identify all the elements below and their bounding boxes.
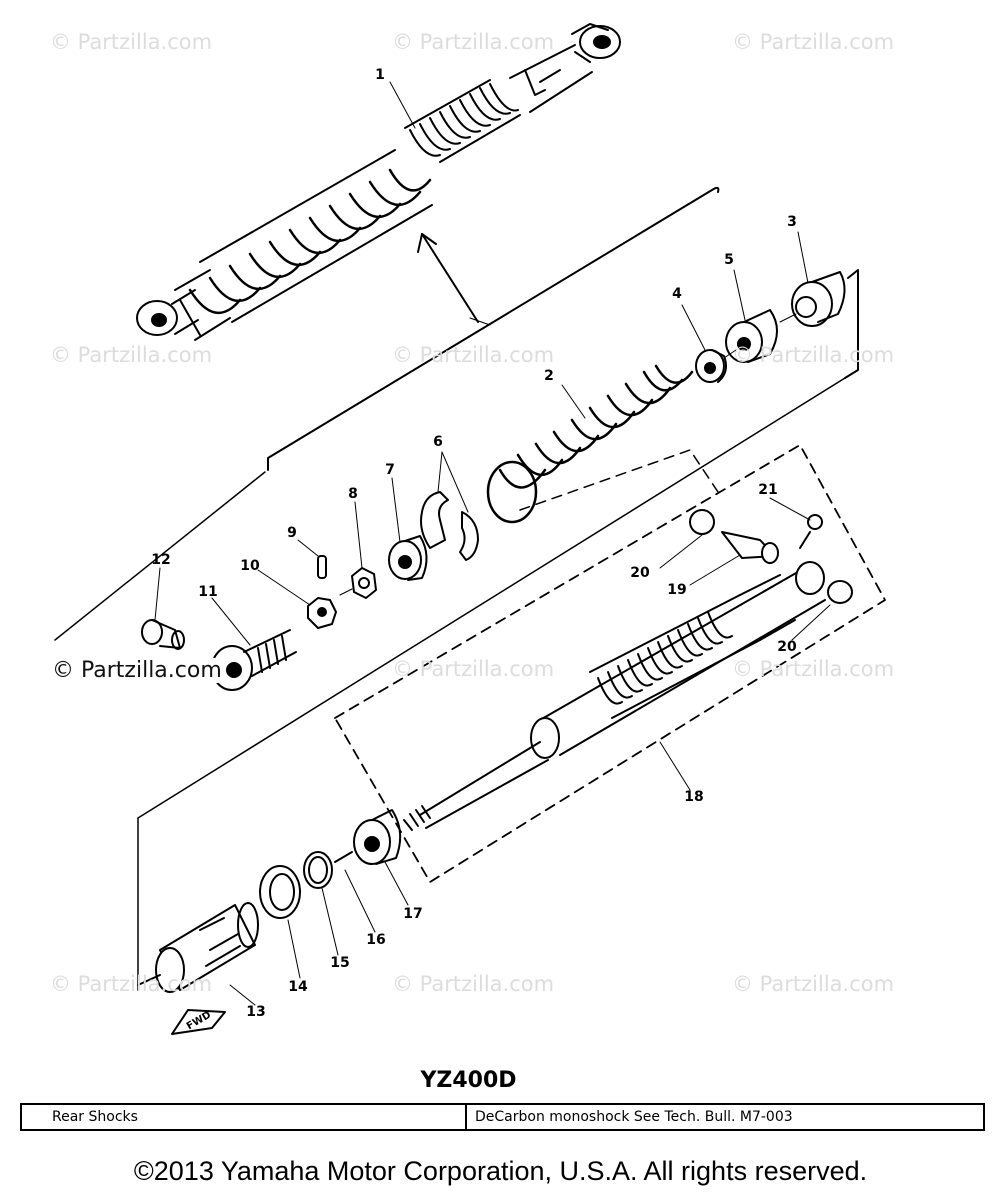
explode-bracket	[267, 186, 720, 471]
callout-7: 7	[385, 462, 395, 478]
collar-12	[141, 619, 185, 650]
callout-21: 21	[758, 482, 778, 498]
shock-assembly-1	[136, 23, 621, 341]
damper-18	[403, 561, 826, 831]
bolt-11	[211, 629, 297, 691]
watermark-dark: © Partzilla.com	[52, 658, 222, 683]
callout-6: 6	[433, 434, 443, 450]
callout-14: 14	[288, 979, 308, 995]
washer-4	[695, 349, 727, 383]
callout-13: 13	[246, 1004, 266, 1020]
section-note: DeCarbon monoshock See Tech. Bull. M7-00…	[475, 1109, 793, 1125]
callout-12: 12	[151, 552, 171, 568]
guide-13	[137, 902, 259, 993]
callout-16: 16	[366, 932, 386, 948]
callout-5: 5	[724, 252, 734, 268]
watermark: © Partzilla.com	[732, 657, 895, 681]
section-name: Rear Shocks	[22, 1105, 467, 1129]
grease-fitting-21	[799, 514, 823, 549]
watermark: © Partzilla.com	[732, 30, 895, 54]
info-table: Rear Shocks DeCarbon monoshock See Tech.…	[20, 1103, 985, 1131]
callout-3: 3	[787, 214, 797, 230]
exploded-view-drawing	[54, 23, 886, 1035]
watermark: © Partzilla.com	[392, 972, 555, 996]
callout-11: 11	[198, 584, 218, 600]
watermark: © Partzilla.com	[392, 657, 555, 681]
callout-18: 18	[684, 789, 704, 805]
lock-washer-10	[307, 597, 337, 629]
callout-4: 4	[672, 286, 682, 302]
watermark: © Partzilla.com	[392, 343, 555, 367]
watermark: © Partzilla.com	[50, 343, 213, 367]
adjuster-nut-7	[388, 535, 428, 581]
collar-19	[721, 531, 779, 564]
nut-8	[351, 567, 377, 599]
o-ring-15	[303, 851, 333, 889]
callout-15: 15	[330, 955, 350, 971]
spring-2	[486, 364, 694, 524]
pin-9	[317, 555, 327, 579]
callout-10: 10	[240, 558, 260, 574]
callout-2: 2	[544, 368, 554, 384]
callout-20-upper: 20	[630, 565, 650, 581]
callout-8: 8	[348, 486, 358, 502]
bush-20-upper	[689, 509, 715, 535]
watermark: © Partzilla.com	[50, 30, 213, 54]
piston-17	[353, 809, 402, 865]
bush-20-lower	[827, 580, 853, 604]
callout-20-lower: 20	[777, 639, 797, 655]
callout-9: 9	[287, 525, 297, 541]
watermark: © Partzilla.com	[50, 972, 213, 996]
parts-diagram: © Partzilla.com © Partzilla.com © Partzi…	[50, 23, 895, 1035]
fwd-arrow	[171, 1009, 226, 1035]
watermark: © Partzilla.com	[392, 30, 555, 54]
bushing-5	[725, 309, 778, 363]
callout-1: 1	[375, 67, 385, 83]
watermark: © Partzilla.com	[732, 972, 895, 996]
watermark: © Partzilla.com	[732, 343, 895, 367]
washer-14	[259, 865, 301, 919]
spring-seat-3	[791, 271, 846, 327]
split-collar-6	[420, 491, 479, 561]
model-code: YZ400D	[420, 1068, 517, 1093]
copyright-notice: ©2013 Yamaha Motor Corporation, U.S.A. A…	[133, 1156, 868, 1186]
callout-17: 17	[403, 906, 423, 922]
callout-19: 19	[667, 582, 687, 598]
